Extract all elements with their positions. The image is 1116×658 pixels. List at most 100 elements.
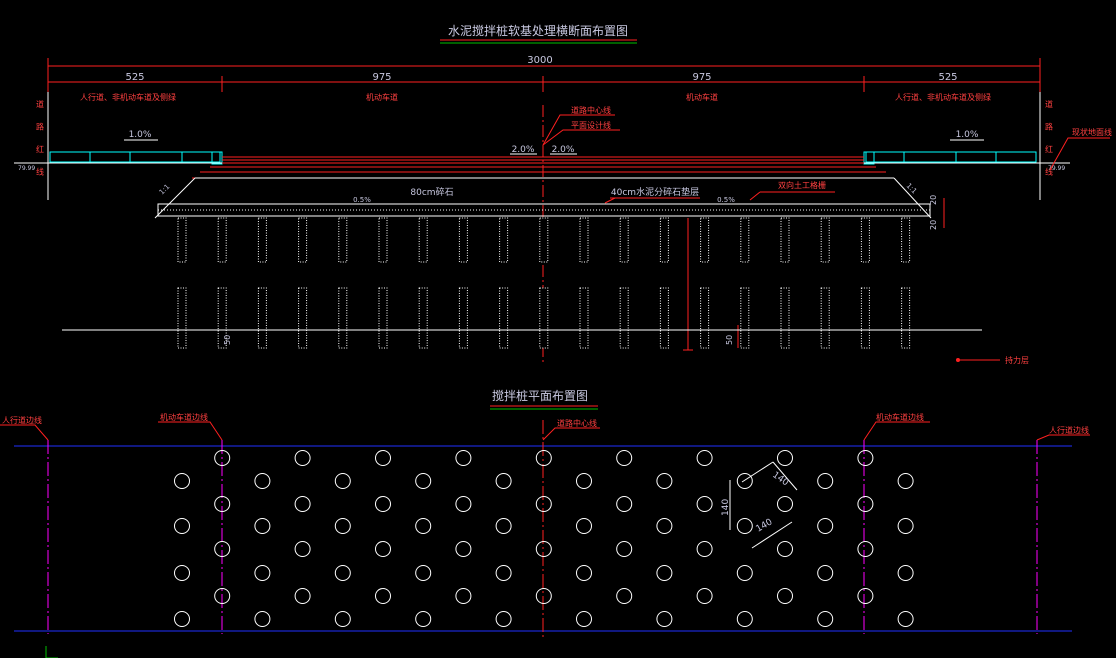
pile-segment — [659, 287, 669, 349]
plan-pile — [254, 611, 271, 627]
plan-pile — [817, 473, 834, 489]
existing-ground-label: 现状地面线 — [1072, 127, 1112, 137]
gravel-label: 80cm碎石 — [410, 186, 453, 198]
pile-segment — [257, 217, 267, 263]
pile-segment — [217, 287, 227, 349]
crown-slope-left: 2.0% — [512, 145, 535, 155]
plan-pile — [736, 473, 753, 489]
plan-pile — [174, 611, 190, 627]
pile-segment — [740, 287, 750, 349]
segment-2-label: 机动车道 — [366, 92, 398, 102]
pile-embed-right: 50 — [725, 335, 734, 345]
plan-pile — [777, 496, 793, 512]
pile-segment — [177, 217, 187, 263]
overall-dimensions — [47, 58, 1041, 92]
plan-pile — [857, 541, 874, 557]
plan-pile — [616, 496, 633, 512]
section-title: 水泥搅拌桩软基处理横断面布置图 — [448, 23, 628, 38]
left-lane-label: 机动车道边线 — [160, 412, 208, 422]
plan-pile — [656, 611, 673, 627]
plan-pile — [294, 541, 311, 557]
slope-ratio-left: 1:1 — [158, 183, 172, 197]
plan-pile — [616, 588, 633, 604]
pile-segment — [458, 287, 468, 349]
pile-segment — [820, 217, 830, 263]
right-of-way-lines — [47, 92, 1041, 200]
slope-right: 1.0% — [956, 130, 979, 140]
pile-segment — [418, 287, 428, 349]
plan-pile — [535, 541, 552, 557]
plan-pile — [535, 496, 552, 512]
segment-1-width: 525 — [125, 72, 144, 83]
plan-pile — [415, 611, 432, 627]
pile-segment — [499, 287, 509, 349]
road-centerline-label: 道路中心线 — [571, 105, 611, 115]
plan-pile — [495, 565, 512, 581]
plan-pile — [455, 588, 472, 604]
plan-pile — [857, 496, 874, 512]
segment-4-label: 人行道、非机动车道及侧绿 — [895, 92, 991, 102]
plan-pile — [334, 473, 351, 489]
section-piles — [177, 217, 911, 349]
plan-pile — [576, 565, 592, 581]
pile-segment — [860, 287, 870, 349]
plan-pile — [696, 450, 713, 466]
plan-pile — [415, 473, 432, 489]
slope-tag-right: 0.5% — [717, 196, 735, 204]
pile-segment — [659, 217, 669, 263]
segment-3-width: 975 — [692, 72, 711, 83]
plan-edge-lines — [47, 440, 1038, 634]
pile-segment — [820, 287, 830, 349]
plan-pile — [656, 565, 673, 581]
pile-segment — [780, 217, 790, 263]
plan-pile — [777, 541, 793, 557]
plan-pile — [214, 450, 231, 466]
pile-segment — [860, 217, 870, 263]
plan-pile — [656, 473, 673, 489]
pile-segment — [901, 217, 911, 263]
plan-pile — [214, 496, 231, 512]
plan-pile — [736, 518, 753, 534]
pile-embed-left: 50 — [223, 335, 232, 345]
pile-segment — [499, 217, 509, 263]
plan-pile — [334, 518, 351, 534]
plan-pile — [897, 565, 914, 581]
pile-segment — [217, 217, 227, 263]
plan-pile — [576, 473, 592, 489]
plan-pile — [415, 518, 432, 534]
layer-thickness-2: 20 — [929, 220, 938, 230]
plan-pile — [375, 450, 391, 466]
plan-pile — [576, 518, 592, 534]
left-edge-label: 人行道边线 — [2, 415, 42, 425]
segment-2-width: 975 — [372, 72, 391, 83]
plan-pile — [817, 565, 834, 581]
pile-segment — [579, 287, 589, 349]
plan-pile — [455, 541, 472, 557]
plan-pile — [897, 473, 914, 489]
pile-segment — [539, 287, 549, 349]
plan-pile — [334, 565, 351, 581]
right-edge-label: 人行道边线 — [1049, 425, 1089, 435]
right-sidewalk — [863, 151, 1037, 165]
left-elevation: 79.99 — [18, 165, 35, 172]
spacing-hexagon — [729, 461, 798, 549]
plan-pile — [254, 565, 271, 581]
plan-pile — [656, 518, 673, 534]
plan-title: 搅拌桩平面布置图 — [492, 388, 588, 403]
crown-slope-right: 2.0% — [552, 145, 575, 155]
plan-pile — [817, 611, 834, 627]
plan-callouts — [0, 421, 1090, 441]
left-sidewalk — [49, 151, 223, 165]
segment-1-label: 人行道、非机动车道及侧绿 — [80, 92, 176, 102]
plan-pile — [777, 588, 793, 604]
spacing-bottom: 140 — [755, 517, 775, 534]
cement-label: 40cm水泥分碎石垫层 — [611, 186, 699, 198]
plan-pile — [576, 611, 592, 627]
right-row-label: 道 路 红 线 — [1045, 99, 1054, 182]
plan-pile — [174, 473, 190, 489]
plan-pile — [375, 541, 391, 557]
total-width-label: 3000 — [527, 55, 552, 66]
plan-pile — [254, 473, 271, 489]
pile-segment — [619, 287, 629, 349]
